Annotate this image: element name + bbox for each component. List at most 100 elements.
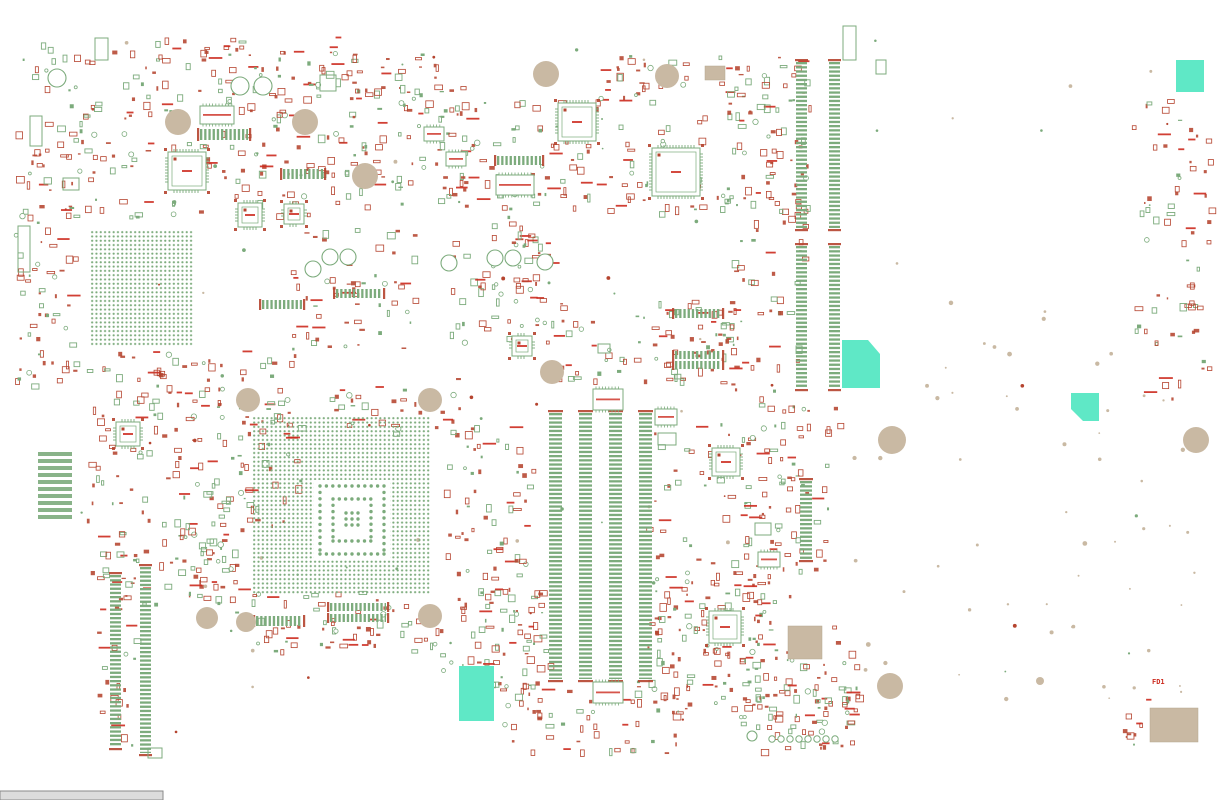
smd-part: [718, 55, 723, 61]
smd-part: [84, 59, 91, 65]
qfp-chip: [648, 144, 704, 200]
smd-part: [654, 500, 657, 502]
smd-part: [305, 296, 308, 301]
smd-part: [687, 702, 693, 707]
ref-text-mark: [553, 334, 566, 337]
ref-text-mark: [711, 320, 717, 323]
smd-part: [407, 180, 414, 186]
smd-part: [51, 361, 54, 365]
smd-part: [669, 664, 675, 669]
smd-part: [1184, 303, 1192, 308]
smd-part: [92, 483, 95, 488]
courtyard-mark: [708, 477, 711, 480]
smd-part: [459, 298, 467, 306]
via: [1068, 84, 1073, 88]
ref-text-mark: [1178, 148, 1185, 151]
courtyard-mark: [141, 418, 144, 421]
smd-part: [350, 281, 356, 286]
smd-part: [480, 591, 484, 595]
test-point: [1193, 571, 1196, 574]
ref-text-mark: [743, 585, 758, 588]
test-point: [958, 673, 961, 676]
smd-part: [621, 183, 628, 187]
smd-part: [365, 626, 371, 632]
smd-part: [297, 624, 301, 629]
smd-part: [57, 141, 65, 148]
smd-part: [293, 354, 297, 358]
smd-part: [776, 711, 784, 716]
round-part: [845, 710, 850, 715]
via: [606, 276, 611, 280]
smd-part: [759, 514, 766, 519]
smd-part: [411, 255, 419, 265]
smd-part: [649, 99, 657, 106]
smd-part: [760, 749, 770, 757]
mounting-hole: [352, 163, 378, 189]
smd-part: [62, 54, 68, 63]
smd-part: [430, 642, 434, 651]
smd-part: [548, 712, 553, 718]
smd-part: [352, 54, 357, 63]
smd-part: [206, 157, 211, 162]
test-point: [1108, 697, 1111, 700]
smd-part: [816, 699, 821, 704]
ref-text-mark: [38, 183, 49, 186]
smd-part: [682, 537, 688, 542]
test-point: [1077, 574, 1080, 577]
smd-part: [624, 740, 630, 744]
smd-part: [197, 593, 203, 599]
smd-part: [220, 546, 223, 550]
smd-part: [414, 88, 420, 96]
via: [681, 718, 684, 721]
smd-part: [748, 637, 752, 641]
smd-part: [681, 634, 687, 642]
round-part: [542, 320, 547, 326]
round-part: [411, 96, 416, 101]
smd-part: [341, 74, 349, 81]
ref-text-mark: [504, 560, 517, 563]
smd-part: [461, 607, 466, 615]
smd-part: [812, 720, 817, 724]
socket-pin: [343, 552, 348, 556]
smd-part: [699, 603, 706, 609]
ref-text-mark: [729, 367, 743, 370]
smd-part: [223, 507, 231, 513]
round-part: [35, 261, 41, 267]
smd-part: [701, 619, 708, 626]
via: [1134, 514, 1138, 518]
smd-part: [40, 241, 43, 244]
smd-part: [782, 220, 786, 225]
smd-part: [490, 590, 495, 593]
smd-part: [264, 635, 270, 644]
smd-part: [22, 208, 29, 215]
ref-text-mark: [671, 171, 681, 173]
smd-part: [206, 549, 213, 556]
smd-part: [365, 88, 368, 92]
smd-part: [147, 518, 151, 523]
socket-pin: [382, 522, 386, 527]
smd-part: [1133, 733, 1137, 737]
socket-pin: [363, 484, 367, 488]
pin-ladder: [608, 410, 623, 683]
smd-part: [68, 89, 71, 92]
via: [642, 58, 646, 61]
smd-part: [1179, 303, 1188, 312]
smd-part: [754, 668, 759, 670]
smd-part: [757, 619, 760, 624]
smd-part: [319, 642, 324, 647]
shape: [140, 567, 151, 753]
smd-part: [287, 191, 295, 199]
smd-part: [396, 175, 403, 183]
smd-part: [798, 435, 804, 439]
smd-part: [677, 710, 679, 713]
courtyard-mark: [648, 144, 651, 147]
ref-text-mark: [377, 121, 388, 124]
via: [725, 540, 730, 545]
round-part: [804, 688, 811, 695]
test-point: [1065, 510, 1068, 514]
smd-part: [583, 195, 588, 199]
ref-text-mark: [619, 698, 631, 701]
smd-part: [446, 132, 450, 135]
smd-part: [501, 627, 504, 632]
smd-part: [518, 558, 527, 564]
